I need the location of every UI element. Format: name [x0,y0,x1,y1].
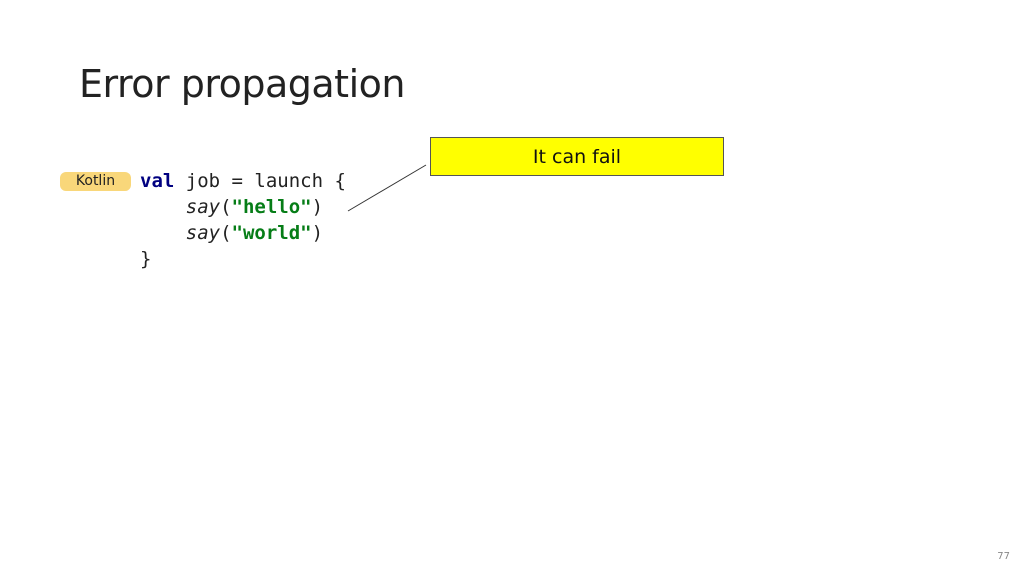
code-indent [140,222,186,244]
code-text: job = launch { [174,170,346,192]
code-line-2: say("hello") [140,194,346,220]
code-keyword: val [140,170,175,192]
code-function: say [185,222,221,244]
code-function: say [185,196,221,218]
code-block: val job = launch { say("hello") say("wor… [140,168,346,272]
code-line-4: } [140,246,346,272]
code-string: "hello" [231,196,312,218]
code-string: "world" [231,222,312,244]
code-paren: ) [311,196,324,218]
code-text: } [140,248,152,270]
code-line-3: say("world") [140,220,346,246]
code-indent [140,196,186,218]
code-line-1: val job = launch { [140,168,346,194]
callout-box: It can fail [430,137,724,176]
language-badge: Kotlin [60,172,131,191]
page-number: 77 [997,551,1010,562]
code-paren: ) [311,222,324,244]
slide-title: Error propagation [79,62,405,106]
code-paren: ( [220,196,232,218]
code-paren: ( [220,222,232,244]
